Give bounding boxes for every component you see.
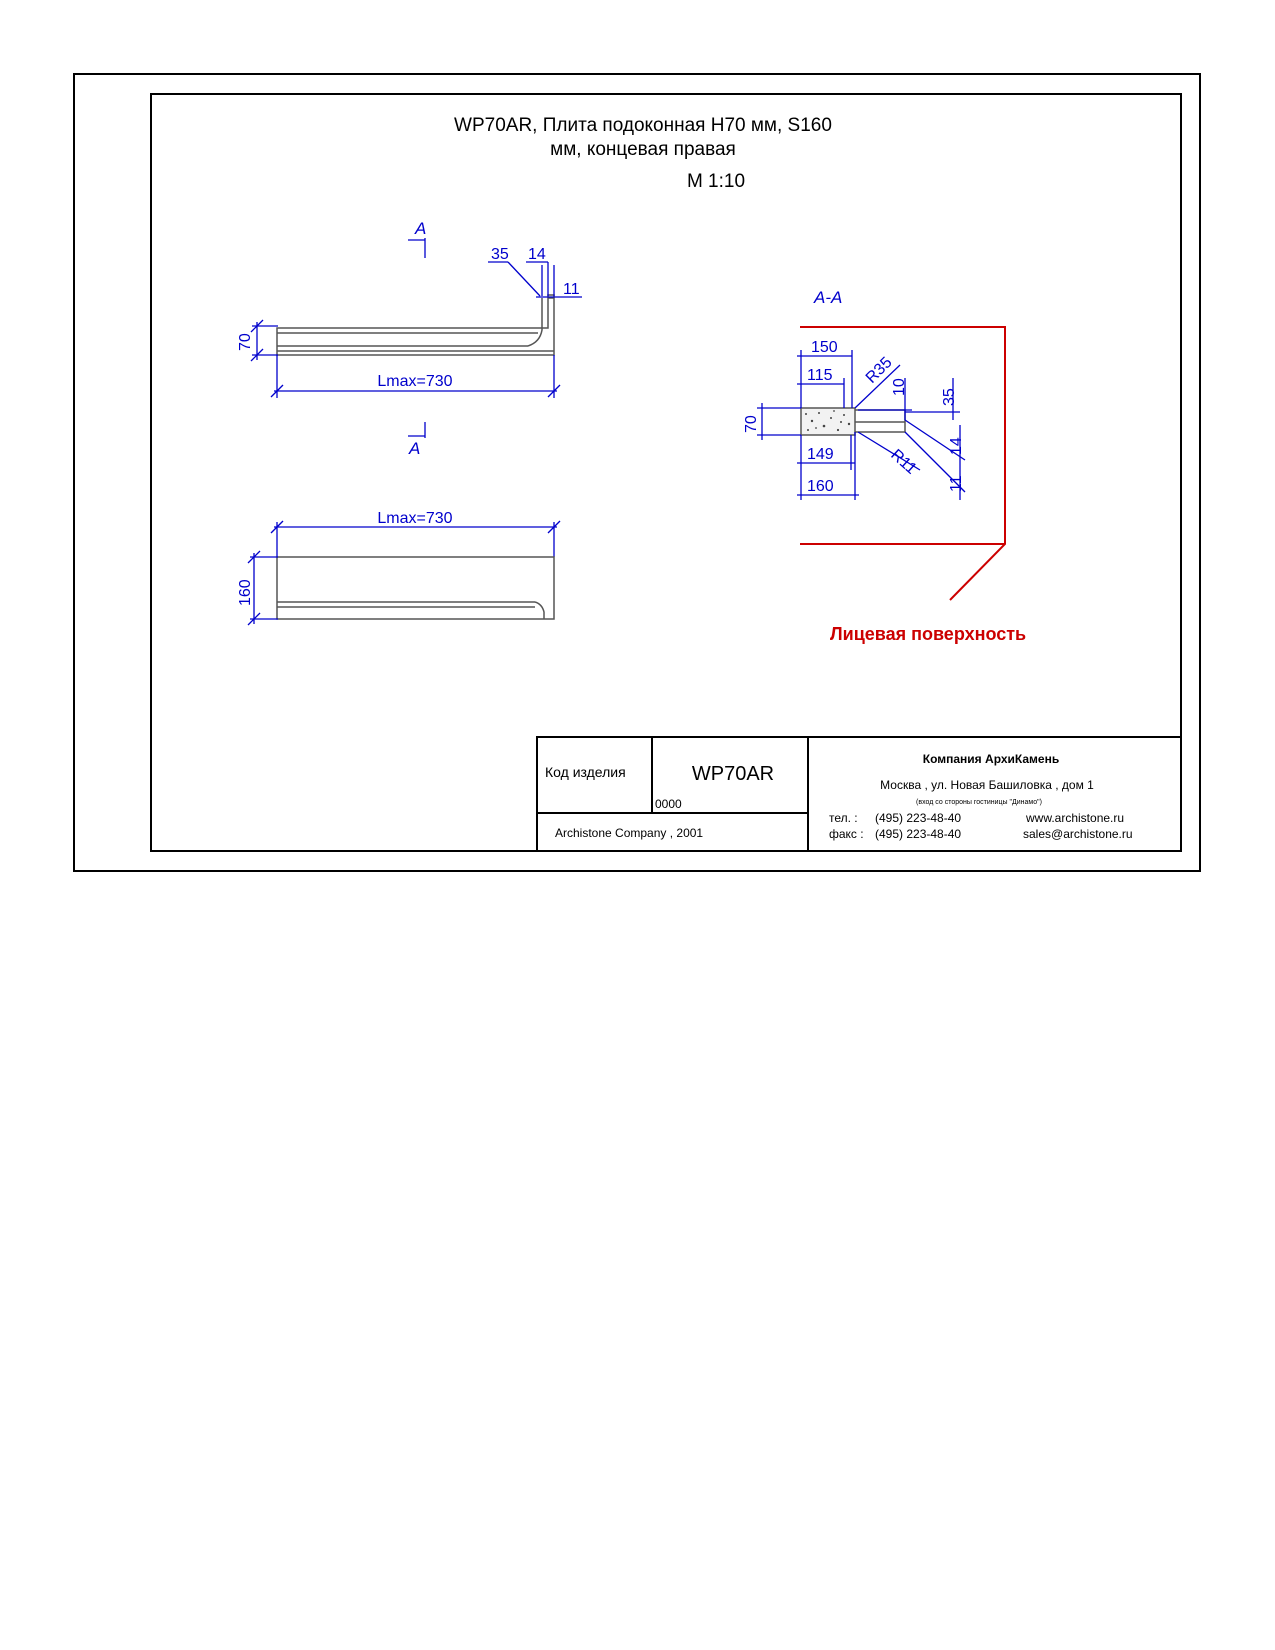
scale-label: М 1:10	[687, 171, 745, 192]
front-length: Lmax=730	[377, 373, 452, 390]
web-link[interactable]: www.archistone.ru	[1025, 811, 1124, 825]
title-line-1: WP70AR, Плита подоконная Н70 мм, S160	[454, 115, 832, 136]
section-label: A-A	[813, 288, 842, 307]
face-label: Лицевая поверхность	[830, 624, 1026, 644]
front-dim-70: 70	[237, 333, 254, 351]
sec-dim-11: 11	[948, 475, 965, 492]
section-aa: A-A Лицевая поверхность 150 115 R35 10	[743, 288, 1026, 644]
section-profile	[800, 407, 856, 436]
top-view: Lmax=730 160	[237, 510, 561, 626]
company-name: Компания АрхиКамень	[923, 752, 1059, 766]
fax-label: факс :	[829, 827, 864, 841]
sec-dim-r11: R11	[887, 446, 919, 478]
tel-value: (495) 223-48-40	[875, 811, 961, 825]
fax-value: (495) 223-48-40	[875, 827, 961, 841]
outer-frame	[73, 73, 1201, 872]
sec-dim-160: 160	[807, 478, 834, 495]
sec-dim-35: 35	[941, 388, 958, 406]
code-label: Код изделия	[545, 764, 626, 780]
sec-dim-70: 70	[743, 415, 760, 433]
company-address-note: (вход со стороны гостиницы "Динамо")	[916, 799, 1042, 806]
footer-company: Archistone Company , 2001	[555, 826, 703, 840]
front-dim-11: 11	[563, 281, 580, 298]
email-link[interactable]: sales@archistone.ru	[1023, 827, 1133, 841]
face-surface-line	[800, 326, 1006, 601]
section-mark-bottom: A	[408, 439, 420, 458]
company-address: Москва , ул. Новая Башиловка , дом 1	[880, 778, 1094, 792]
title-block: Код изделия WP70AR 0000 Archistone Compa…	[536, 736, 1182, 852]
title-line-2: мм, концевая правая	[550, 139, 736, 160]
sec-dim-149: 149	[807, 446, 834, 463]
sec-dim-115: 115	[807, 367, 833, 384]
top-outline	[276, 556, 555, 620]
sec-dim-14: 14	[948, 437, 965, 455]
section-mark-top: A	[414, 219, 426, 238]
top-dim-160: 160	[237, 579, 254, 606]
sec-dim-150: 150	[811, 339, 838, 356]
front-view: A A 35 14 11 70 L	[237, 219, 582, 458]
top-length: Lmax=730	[377, 510, 452, 527]
code-sub: 0000	[655, 797, 682, 811]
code-value: WP70AR	[692, 763, 774, 785]
front-dim-35: 35	[491, 246, 509, 263]
tel-label: тел. :	[829, 811, 858, 825]
sec-dim-10: 10	[891, 378, 908, 396]
front-dim-14: 14	[528, 246, 546, 263]
